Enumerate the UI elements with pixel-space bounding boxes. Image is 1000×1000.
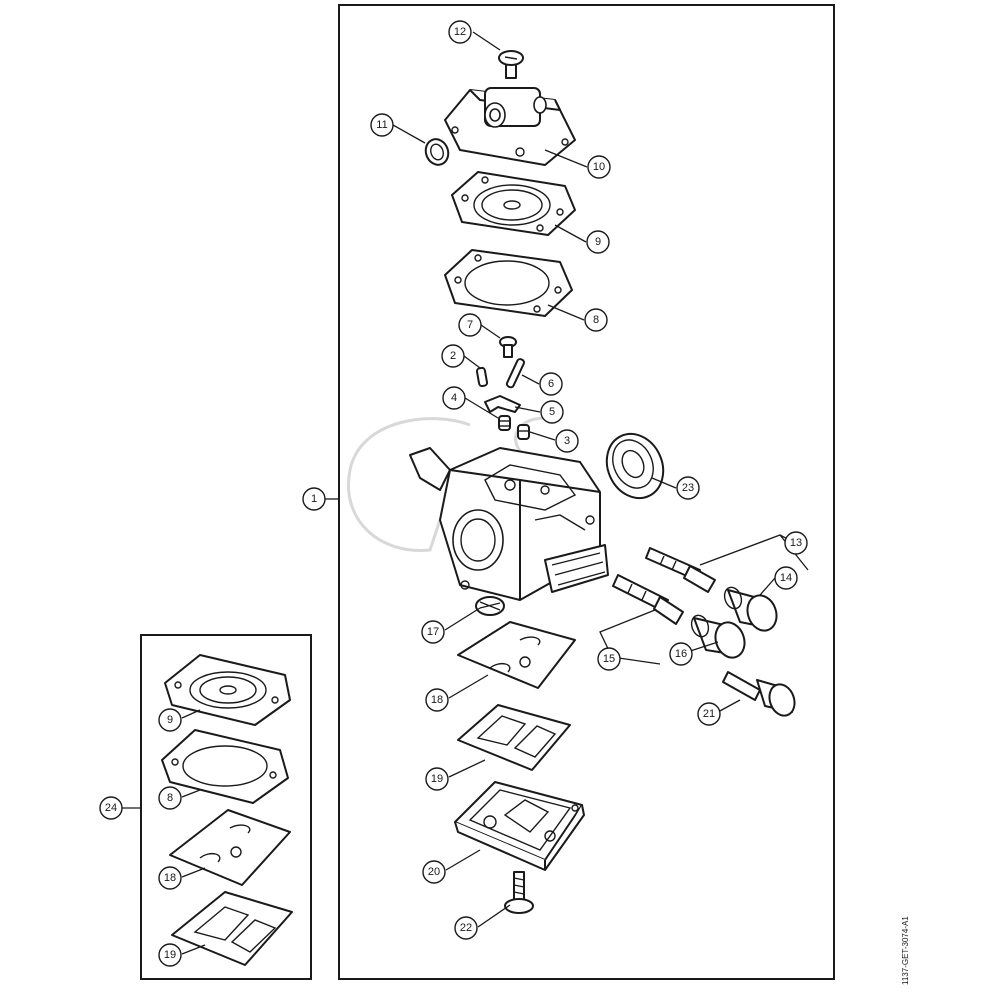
callout-23: 23 (676, 476, 700, 500)
main-assembly-frame (338, 4, 835, 980)
svg-text:1: 1 (311, 493, 317, 505)
callout-19: 19 (425, 767, 449, 791)
kit-callout-19: 19 (158, 943, 182, 967)
carburetor-body-part-1 (409, 447, 609, 601)
callout-1: 1 (302, 487, 326, 511)
kit-diaphragm-part-9 (164, 654, 291, 726)
callout-7: 7 (458, 313, 482, 337)
callout-16: 16 (669, 642, 693, 666)
pump-cover-part-10 (444, 87, 576, 166)
svg-text:5: 5 (549, 406, 555, 418)
document-number: 1137-GET-3074-A1 (901, 916, 910, 985)
callout-14: 14 (774, 566, 798, 590)
gasket-part-8 (444, 249, 573, 317)
end-cover-part-20 (454, 781, 585, 871)
svg-text:7: 7 (467, 319, 473, 331)
screen-part-17 (475, 596, 505, 616)
callout-6: 6 (539, 372, 563, 396)
spring-part-4 (498, 415, 511, 431)
svg-text:18: 18 (164, 872, 176, 884)
screw-part-22 (504, 871, 534, 914)
pin-part-2 (475, 366, 489, 388)
svg-text:21: 21 (703, 708, 715, 720)
callout-15: 15 (597, 647, 621, 671)
svg-text:8: 8 (593, 314, 599, 326)
svg-text:9: 9 (595, 236, 601, 248)
callout-22: 22 (454, 916, 478, 940)
repair-kit-frame (140, 634, 312, 980)
metering-diaphragm-part-18 (457, 621, 576, 689)
svg-text:24: 24 (105, 802, 117, 814)
svg-text:16: 16 (675, 648, 687, 660)
limiter-cap-part-14 (723, 586, 778, 632)
callout-11: 11 (370, 113, 394, 137)
svg-text:6: 6 (548, 378, 554, 390)
svg-text:19: 19 (431, 773, 443, 785)
lever-part-5 (484, 395, 521, 413)
screw-part-7 (499, 336, 517, 358)
callout-13: 13 (784, 531, 808, 555)
svg-text:4: 4 (451, 392, 457, 404)
callout-8: 8 (584, 308, 608, 332)
kit-callout-18: 18 (158, 866, 182, 890)
needle-part-15 (612, 574, 684, 625)
kit-gasket-part-19 (171, 891, 293, 966)
callout-21: 21 (697, 702, 721, 726)
svg-text:2: 2 (450, 350, 456, 362)
callout-20: 20 (422, 860, 446, 884)
kit-metering-diaphragm-part-18 (169, 809, 291, 886)
callout-3: 3 (555, 429, 579, 453)
diaphragm-part-9 (451, 171, 576, 236)
shaft-part-6 (505, 358, 525, 389)
cap-part-23 (605, 432, 665, 500)
o-ring-part-11 (424, 138, 450, 166)
callout-2: 2 (441, 344, 465, 368)
svg-text:18: 18 (431, 694, 443, 706)
svg-text:19: 19 (164, 949, 176, 961)
callout-12: 12 (448, 20, 472, 44)
callout-9: 9 (586, 230, 610, 254)
adjusting-screw-part-21 (722, 671, 796, 717)
svg-text:23: 23 (682, 482, 694, 494)
svg-text:17: 17 (427, 626, 439, 638)
svg-text:22: 22 (460, 922, 472, 934)
callout-5: 5 (540, 400, 564, 424)
callout-4: 4 (442, 386, 466, 410)
svg-text:14: 14 (780, 572, 792, 584)
svg-text:13: 13 (790, 537, 802, 549)
svg-text:20: 20 (428, 866, 440, 878)
callout-18: 18 (425, 688, 449, 712)
svg-text:15: 15 (603, 653, 615, 665)
kit-gasket-part-8 (161, 729, 289, 804)
valve-part-3 (517, 424, 530, 440)
callout-17: 17 (421, 620, 445, 644)
svg-text:3: 3 (564, 435, 570, 447)
needle-part-13 (645, 547, 716, 593)
svg-text:8: 8 (167, 792, 173, 804)
callout-10: 10 (587, 155, 611, 179)
callout-24: 24 (99, 796, 123, 820)
svg-text:11: 11 (376, 119, 387, 131)
svg-text:9: 9 (167, 714, 173, 726)
kit-callout-8: 8 (158, 786, 182, 810)
svg-text:10: 10 (593, 161, 605, 173)
kit-callout-9: 9 (158, 708, 182, 732)
screw-part-12 (498, 50, 524, 79)
gasket-part-19 (457, 704, 571, 771)
svg-text:12: 12 (454, 26, 466, 38)
